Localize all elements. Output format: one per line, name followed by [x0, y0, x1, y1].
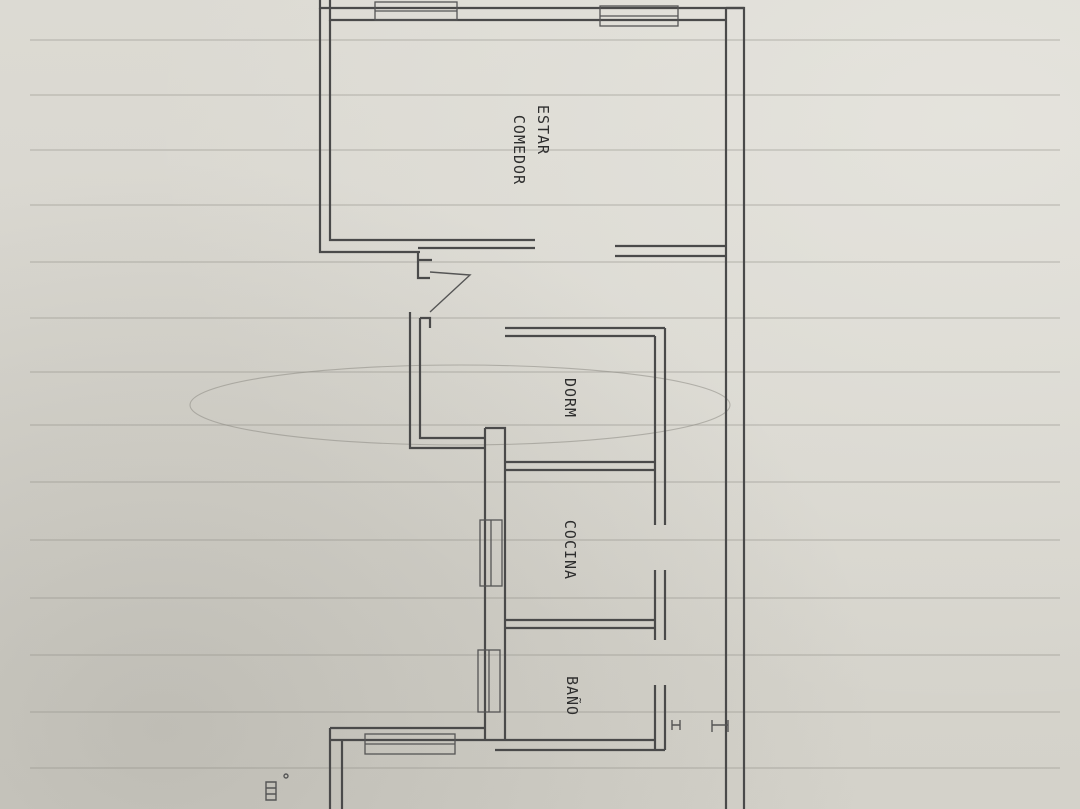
cocina-right-wall [653, 570, 667, 640]
estar-left-wall [318, 8, 535, 254]
bottom-wall [485, 738, 665, 752]
dorm-cocina-wall [505, 460, 655, 472]
room-label-dorm: DORM [561, 377, 580, 419]
entry-jamb [416, 252, 432, 280]
cocina-bano-wall [505, 618, 655, 630]
room-label-cocina: COCINA [561, 519, 580, 581]
room-label-estar: ESTAR [534, 104, 553, 156]
bg-stamp-ellipse [189, 364, 731, 446]
background-text [30, 39, 1060, 769]
margin-dot [283, 773, 289, 779]
corridor-left-wall [408, 312, 485, 450]
bano-right-wall [653, 685, 667, 750]
room-label-comedor: COMEDOR [510, 114, 529, 186]
entry-door-leaf [429, 271, 472, 313]
bano-fixture [671, 720, 681, 730]
outer-wall-top [318, 0, 744, 22]
dorm-right-wall [653, 328, 667, 525]
estar-bottom-wall-right [615, 244, 726, 258]
shaft-mark [711, 720, 729, 732]
central-wall [483, 426, 507, 740]
margin-mark [265, 781, 277, 801]
margin-mark-line [266, 787, 276, 795]
bottom-left-return [328, 728, 344, 809]
bottom-left-wall [330, 726, 485, 742]
dorm-top-wall [505, 326, 665, 338]
room-label-bano: BAÑO [563, 675, 582, 717]
corridor-jamb [420, 316, 432, 328]
